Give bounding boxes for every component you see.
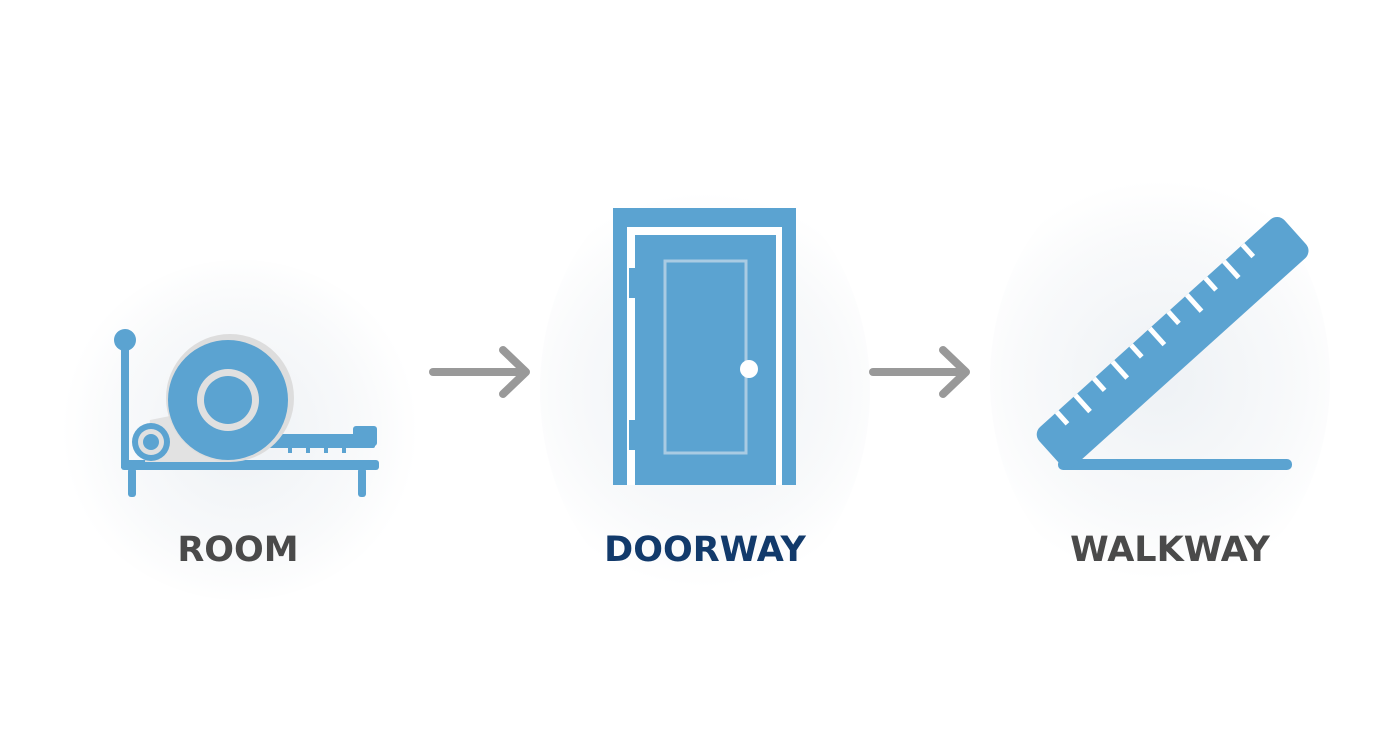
arrow-right-icon bbox=[429, 346, 530, 398]
tape-measure-bed-icon bbox=[114, 329, 379, 497]
door-icon bbox=[613, 208, 796, 485]
ruler-angle-icon bbox=[1036, 216, 1309, 470]
walkway-label: WALKWAY bbox=[1070, 530, 1270, 570]
room-label: ROOM bbox=[177, 530, 299, 570]
doorway-label: DOORWAY bbox=[604, 530, 806, 570]
arrow-right-icon bbox=[869, 346, 970, 398]
